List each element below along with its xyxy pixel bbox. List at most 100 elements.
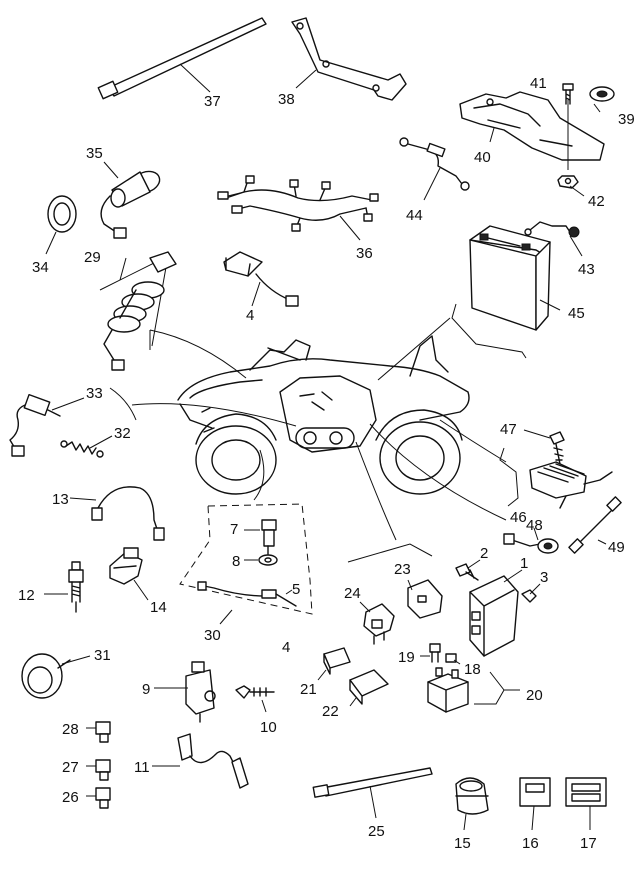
callout-14: 14 — [150, 599, 167, 616]
relay-icon — [317, 647, 351, 681]
callout-38: 38 — [278, 91, 295, 108]
callout-41: 41 — [530, 75, 547, 92]
relay-icon — [407, 579, 443, 619]
clamp-part — [455, 777, 489, 831]
callout-8: 8 — [232, 553, 240, 570]
power-socket-part — [100, 161, 161, 239]
bolt-part — [235, 685, 275, 713]
sensor-part — [9, 393, 85, 457]
callout-12: 12 — [18, 587, 35, 604]
callout-20: 20 — [526, 687, 543, 704]
callout-22: 22 — [322, 703, 339, 720]
battery-lead-part — [524, 221, 583, 257]
callout-15: 15 — [454, 835, 471, 852]
horn-icon — [21, 653, 91, 699]
callout-35: 35 — [86, 145, 103, 162]
callout-39: 39 — [618, 111, 635, 128]
bolt-part — [523, 429, 565, 465]
callout-11: 11 — [134, 759, 150, 776]
callout-17: 17 — [580, 835, 597, 852]
battery-cable-part — [399, 137, 470, 201]
control-unit-part — [469, 569, 523, 657]
callout-34: 34 — [32, 259, 49, 276]
relay-icon — [349, 669, 389, 707]
callout-13: 13 — [52, 491, 69, 508]
wire-harness-part — [217, 175, 379, 241]
callout-3: 3 — [540, 569, 548, 586]
callout-5: 5 — [292, 581, 300, 598]
callout-19: 19 — [398, 649, 415, 666]
callout-36: 36 — [356, 245, 373, 262]
electrical-cover-part — [459, 91, 605, 170]
label-part — [565, 777, 607, 830]
callout-26: 26 — [62, 789, 79, 806]
cable-tie-icon — [97, 17, 267, 100]
callout-10: 10 — [260, 719, 277, 736]
spark-plug-icon — [44, 561, 84, 613]
lead-wire-part — [69, 486, 165, 541]
connector-part — [223, 251, 299, 307]
callout-4-lower: 4 — [282, 639, 290, 656]
callout-33: 33 — [86, 385, 103, 402]
label-part — [519, 777, 551, 831]
ignition-switch-part — [103, 251, 177, 371]
callout-28: 28 — [62, 721, 79, 738]
locator-leaders — [119, 257, 507, 541]
grommet-part — [45, 195, 77, 255]
sensor-wire-part — [197, 581, 297, 607]
washer-part — [244, 554, 278, 566]
fuse-icon — [86, 787, 111, 809]
battery-icon — [469, 225, 561, 331]
relay-icon — [359, 601, 395, 645]
callout-40: 40 — [474, 149, 491, 166]
callout-7: 7 — [230, 521, 238, 538]
callout-27: 27 — [62, 759, 79, 776]
callout-42: 42 — [588, 193, 605, 210]
bolt-part — [420, 643, 441, 663]
callout-16: 16 — [522, 835, 539, 852]
callout-2: 2 — [480, 545, 488, 562]
spring-part — [60, 435, 113, 458]
screw-part — [455, 559, 481, 581]
callout-49: 49 — [608, 539, 625, 556]
callout-18: 18 — [464, 661, 481, 678]
callout-25: 25 — [368, 823, 385, 840]
solenoid-part — [154, 661, 216, 723]
callout-46: 46 — [510, 509, 527, 526]
callout-4-upper: 4 — [246, 307, 254, 324]
callout-44: 44 — [406, 207, 423, 224]
pressure-switch-part — [244, 519, 277, 555]
callout-45: 45 — [568, 305, 585, 322]
callout-21: 21 — [300, 681, 317, 698]
starter-relay-part — [427, 667, 520, 713]
callout-29: 29 — [84, 249, 101, 266]
nut-part — [557, 175, 579, 189]
cable-tie-icon — [312, 767, 433, 819]
bracket-part — [291, 17, 407, 101]
atv-icon — [177, 335, 470, 495]
fuse-icon — [86, 759, 111, 781]
switch-part — [109, 547, 149, 601]
jumper-wire-part — [568, 496, 622, 554]
callout-32: 32 — [114, 425, 131, 442]
callout-30: 30 — [204, 627, 221, 644]
callout-47: 47 — [500, 421, 517, 438]
callout-23: 23 — [394, 561, 411, 578]
callout-48: 48 — [526, 517, 543, 534]
fuse-icon — [445, 653, 461, 665]
callout-9: 9 — [142, 681, 150, 698]
callout-1: 1 — [520, 555, 528, 572]
callout-31: 31 — [94, 647, 111, 664]
regulator-part — [529, 461, 613, 509]
coupler-part — [503, 527, 559, 554]
callout-24: 24 — [344, 585, 361, 602]
cap-part — [589, 86, 615, 102]
plug-wire-part — [152, 733, 249, 789]
nut-part — [521, 583, 541, 603]
callout-labels: 37 38 41 39 40 42 35 44 36 34 29 43 4 45… — [18, 75, 635, 852]
callout-37: 37 — [204, 93, 221, 110]
callout-43: 43 — [578, 261, 595, 278]
fuse-icon — [86, 721, 111, 743]
bolt-part — [562, 83, 574, 105]
